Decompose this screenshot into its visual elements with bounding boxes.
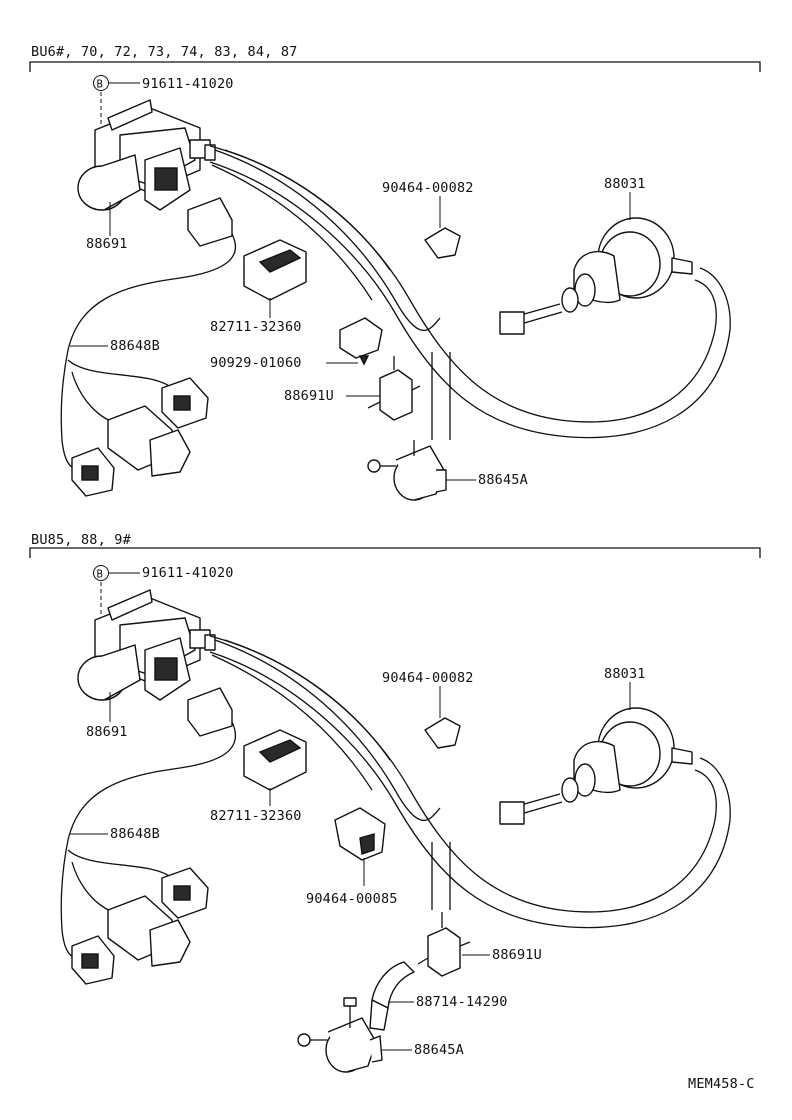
hose-clamp: [424, 717, 461, 749]
part-number-actuator: 88031: [604, 176, 646, 192]
mounting-bracket: [367, 440, 447, 501]
harness-connector-main: [107, 405, 191, 477]
section-top: BU6#, 70, 72, 73, 74, 83, 84, 87 B 91611…: [29, 44, 761, 501]
bolt-badge-letter: B: [97, 79, 104, 91]
small-vsv: [417, 912, 471, 977]
part-number-relay: 82711-32360: [210, 319, 302, 335]
hose-clamp: [424, 227, 461, 259]
part-number-clip: 90464-00085: [306, 891, 398, 907]
relay-module: [243, 239, 307, 301]
vsv-assembly: [77, 589, 216, 701]
harness-connector-bottom: [71, 447, 115, 497]
part-number-actuator: 88031: [604, 666, 646, 682]
part-number-bracket: 88645A: [478, 472, 528, 488]
diagram-code: MEM458-C: [688, 1076, 755, 1092]
bolt-badge-letter: B: [97, 569, 104, 581]
bracket-clip: [339, 317, 383, 366]
part-number-harness: 88648B: [110, 338, 160, 354]
section-bracket: [29, 61, 761, 72]
harness-connector-top: [187, 687, 233, 737]
hose-mid: [214, 149, 441, 332]
bolt-badge-circle: [93, 75, 109, 91]
vacuum-hose-short: [369, 961, 415, 1031]
part-number-relay: 82711-32360: [210, 808, 302, 824]
section-bottom: BU85, 88, 9# B 91611-41020 88691: [29, 532, 761, 1073]
part-number-clamp: 90464-00082: [382, 180, 474, 196]
part-number-small-vsv: 88691U: [284, 388, 334, 404]
part-number-small-vsv: 88691U: [492, 947, 542, 963]
vacuum-actuator: [499, 707, 693, 825]
section-header: BU85, 88, 9#: [31, 532, 132, 548]
part-number-bracket: 88645A: [414, 1042, 464, 1058]
vacuum-actuator: [499, 217, 693, 335]
part-number-vsv: 88691: [86, 724, 128, 740]
bolt-callout: B 91611-41020: [93, 75, 234, 150]
vacuum-hose-inner: [209, 161, 731, 439]
harness-wire: [60, 721, 237, 959]
part-number-hose: 88714-14290: [416, 994, 508, 1010]
harness-wire: [60, 233, 237, 469]
hose-clip: [334, 807, 386, 861]
part-number-bracket-clip: 90929-01060: [210, 355, 302, 371]
bolt-badge-circle: [93, 565, 109, 581]
relay-module: [243, 729, 307, 791]
part-number-clamp: 90464-00082: [382, 670, 474, 686]
vacuum-hose-inner: [209, 651, 731, 929]
part-number-bolt: 91611-41020: [142, 76, 234, 92]
mounting-bracket: [297, 997, 383, 1073]
part-number-harness: 88648B: [110, 826, 160, 842]
section-bracket: [29, 547, 761, 558]
small-vsv: [367, 356, 421, 421]
harness-connector-right: [161, 867, 209, 919]
harness-connector-main: [107, 895, 191, 967]
section-header: BU6#, 70, 72, 73, 74, 83, 84, 87: [31, 44, 298, 60]
vsv-assembly: [77, 99, 216, 211]
harness-connector-bottom: [71, 935, 115, 985]
part-number-vsv: 88691: [86, 236, 128, 252]
harness-connector-top: [187, 197, 233, 247]
part-number-bolt: 91611-41020: [142, 565, 234, 581]
harness-connector-right: [161, 377, 209, 429]
bolt-callout: B 91611-41020: [93, 565, 234, 640]
